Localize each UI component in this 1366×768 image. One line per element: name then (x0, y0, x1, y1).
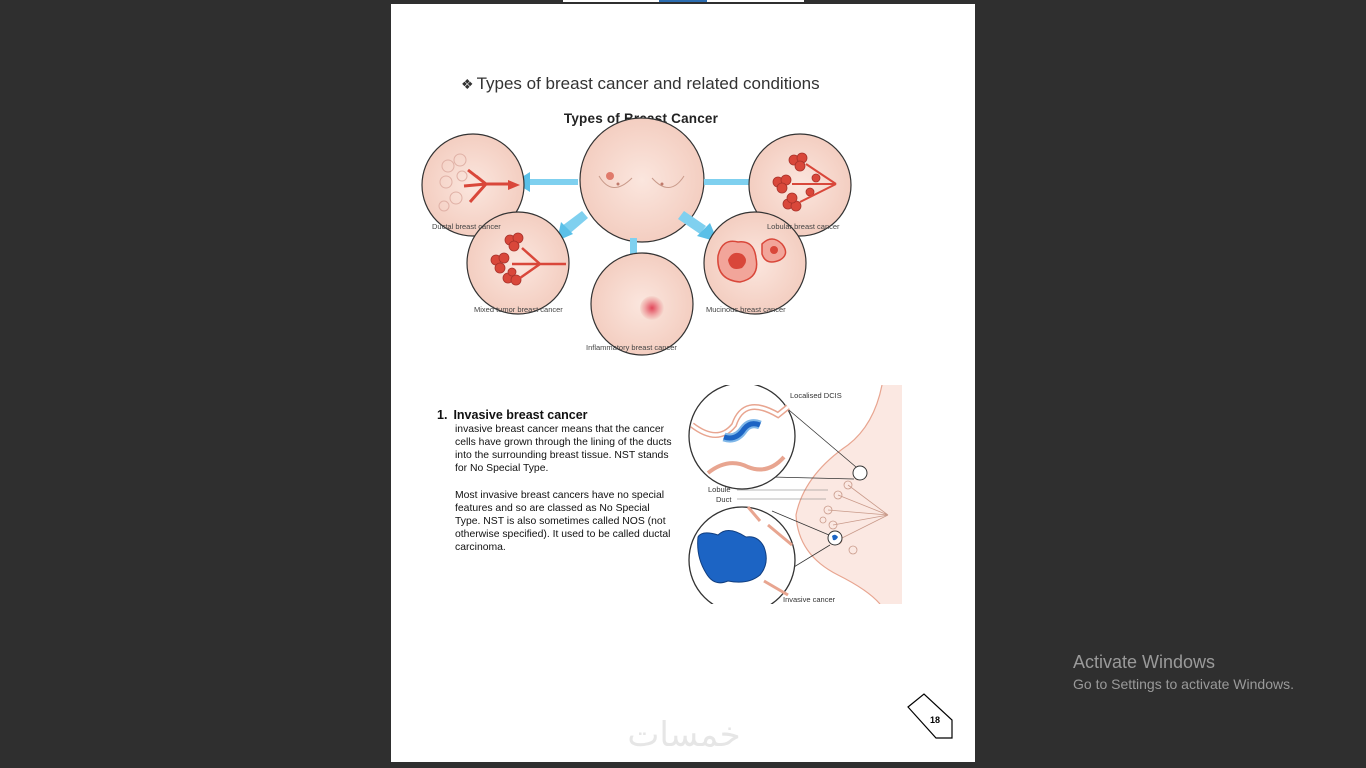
label-duct: Duct (716, 495, 732, 504)
inflammatory-illustration (590, 252, 694, 356)
dcis-zoom-circle (688, 385, 796, 490)
breast-cancer-illustration (421, 117, 852, 356)
label-localised-dcis: Localised DCIS (790, 391, 842, 400)
item-heading: 1. Invasive breast cancer (437, 408, 677, 422)
caption-mucinous: Mucinous breast cancer (706, 305, 786, 314)
document-page: ❖ Types of breast cancer and related con… (391, 4, 975, 762)
paragraph-1: invasive breast cancer means that the ca… (455, 424, 672, 474)
section-heading: ❖ Types of breast cancer and related con… (461, 74, 820, 94)
paragraph-2: Most invasive breast cancers have no spe… (455, 490, 671, 553)
activate-title: Activate Windows (1073, 652, 1216, 672)
page-number: 18 (930, 715, 941, 725)
watermark-logo: خمسات (599, 715, 769, 756)
section-heading-text: Types of breast cancer and related condi… (476, 74, 820, 93)
activate-subtitle: Go to Settings to activate Windows. (1073, 676, 1294, 692)
dcis-illustration (688, 385, 902, 604)
viewer-active-indicator (659, 0, 707, 2)
mucinous-illustration (703, 211, 807, 315)
lobular-illustration (748, 133, 852, 237)
invasive-breast-cancer-item: 1. Invasive breast cancer invasive breas… (437, 408, 677, 554)
label-lobule: Lobule (708, 485, 731, 494)
caption-mixed: Mixed tumor breast cancer (474, 305, 563, 314)
ductal-illustration (421, 133, 525, 237)
diamond-bullet-icon: ❖ (461, 75, 474, 92)
types-of-breast-cancer-figure: Types of Breast Cancer (416, 108, 866, 358)
label-invasive-cancer: Invasive cancer (783, 595, 836, 604)
caption-lobular: Lobular breast cancer (767, 222, 840, 231)
item-heading-text: Invasive breast cancer (453, 408, 588, 422)
torso-illustration (579, 117, 705, 243)
viewer-top-strip (563, 0, 804, 2)
activate-windows-overlay: Activate Windows Go to Settings to activ… (1073, 652, 1294, 692)
dcis-figure: Localised DCIS Lobule Duct Invasive canc… (688, 385, 902, 604)
watermark-text: خمسات (627, 716, 740, 755)
invasive-zoom-circle (688, 506, 796, 604)
page-number-badge-icon (907, 693, 953, 739)
caption-ductal: Ductal breast cancer (432, 222, 501, 231)
item-number: 1. (437, 408, 448, 422)
caption-inflammatory: Inflammatory breast cancer (586, 343, 677, 352)
mixed-tumor-illustration (466, 211, 570, 315)
